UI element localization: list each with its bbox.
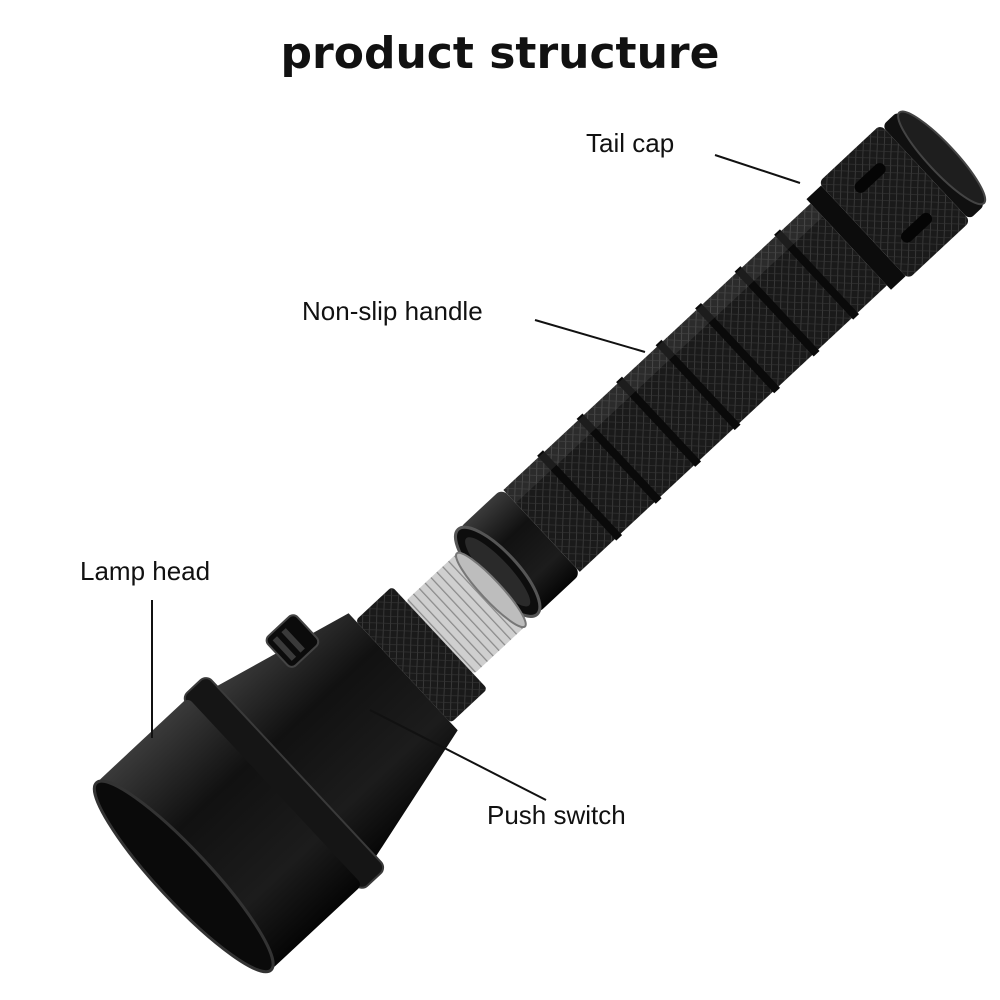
leader-tail-cap xyxy=(714,154,801,184)
leader-lines xyxy=(151,154,801,801)
tail-cap-end xyxy=(897,110,987,206)
tail-cap xyxy=(820,127,969,277)
label-tail-cap: Tail cap xyxy=(586,128,675,158)
head-collar xyxy=(357,588,486,722)
handle-grooves xyxy=(537,229,860,541)
diagram-title: product structure xyxy=(280,28,720,79)
handle-assembly xyxy=(454,110,987,618)
lamp-head-assembly xyxy=(92,551,527,974)
head-front xyxy=(98,700,360,968)
lens-face xyxy=(92,779,275,974)
head-body xyxy=(204,613,458,869)
label-push-switch: Push switch xyxy=(487,800,626,830)
leader-push-switch xyxy=(369,709,547,801)
leader-handle xyxy=(534,319,646,353)
handle-tube-end xyxy=(461,491,578,611)
label-lamp-head: Lamp head xyxy=(80,556,211,586)
label-non-slip-handle: Non-slip handle xyxy=(302,296,483,326)
thread xyxy=(407,555,524,673)
